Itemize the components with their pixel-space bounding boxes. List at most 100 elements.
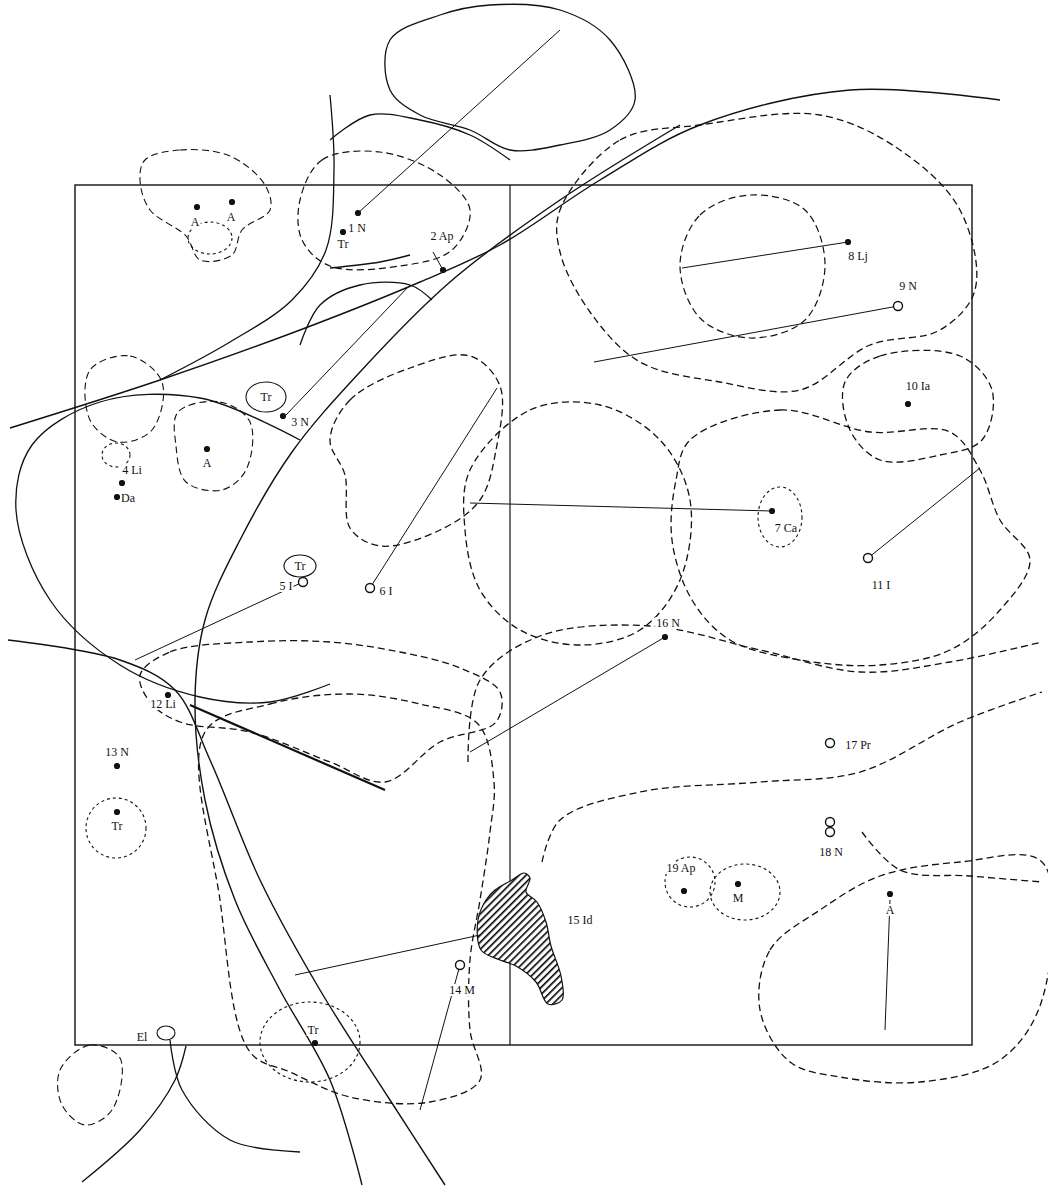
site-label: 15 Id	[567, 914, 594, 926]
site-marker	[906, 402, 911, 407]
territory-outline	[140, 150, 271, 262]
site-label: 5 I	[279, 580, 294, 592]
solid-boundary	[160, 95, 334, 380]
site-label: A	[190, 216, 201, 228]
site-marker	[230, 200, 235, 205]
site-marker	[826, 739, 835, 748]
site-label: Tr	[294, 560, 307, 572]
site-ring	[246, 382, 286, 412]
site-marker	[663, 635, 668, 640]
site-link	[190, 705, 385, 790]
site-marker	[166, 693, 171, 698]
site-marker	[894, 302, 903, 311]
site-marker	[826, 828, 835, 837]
solid-boundary	[82, 1046, 186, 1182]
site-label: 12 Li	[149, 698, 177, 710]
site-marker	[115, 495, 120, 500]
site-label: A	[885, 904, 896, 916]
site-label: 18 N	[818, 846, 844, 858]
solid-boundary	[8, 640, 445, 1185]
site-link	[135, 582, 303, 660]
site-link	[885, 900, 890, 1030]
site-marker	[441, 268, 446, 273]
territory-outline	[199, 694, 495, 1104]
site-label: Tr	[337, 238, 350, 250]
site-label: 6 I	[379, 585, 394, 597]
site-link	[358, 30, 560, 213]
solid-boundary	[16, 394, 330, 703]
site-ring	[710, 864, 780, 920]
solid-boundary	[385, 4, 635, 151]
site-label: 11 I	[871, 579, 892, 591]
territory-outline	[468, 625, 1042, 762]
map-frame	[75, 185, 972, 1045]
solid-boundary	[195, 125, 680, 1185]
site-label: 19 Ap	[665, 862, 696, 874]
site-label: 16 N	[655, 617, 681, 629]
site-label: El	[136, 1031, 149, 1043]
site-marker	[115, 764, 120, 769]
site-marker	[356, 211, 361, 216]
site-link	[594, 306, 898, 362]
site-ring	[758, 487, 802, 547]
site-label: Da	[120, 492, 136, 504]
site-marker	[770, 509, 775, 514]
solid-boundary	[330, 255, 410, 268]
site-ring	[284, 555, 316, 577]
territory-outline	[671, 410, 1030, 666]
site-link	[286, 285, 410, 415]
site-label: M	[732, 892, 745, 904]
territory-outline	[174, 401, 253, 490]
territory-outline	[759, 855, 1048, 1083]
territory-outline	[862, 832, 1042, 882]
solid-boundary	[300, 282, 432, 345]
territory-outline	[298, 151, 470, 270]
solid-boundary	[330, 114, 510, 160]
site-marker	[888, 892, 893, 897]
site-link	[868, 468, 980, 558]
site-marker	[281, 414, 286, 419]
site-label: 3 N	[290, 416, 310, 428]
site-label: Tr	[307, 1024, 320, 1036]
site-label: 10 Ia	[905, 380, 931, 392]
site-label: 17 Pr	[844, 739, 872, 751]
site-marker	[195, 205, 200, 210]
site-ring	[86, 798, 146, 858]
territory-outline	[542, 692, 1042, 862]
site-marker	[736, 882, 741, 887]
site-label: 2 Ap	[429, 230, 454, 242]
territory-outline	[842, 350, 993, 462]
site-marker	[115, 810, 120, 815]
site-label: 14 M	[448, 984, 476, 996]
site-label: 7 Ca	[774, 522, 798, 534]
territory-outline	[464, 402, 692, 645]
site-ring	[260, 1002, 360, 1082]
site-label: A	[202, 457, 213, 469]
solid-boundary	[10, 89, 1000, 428]
site-marker	[682, 889, 687, 894]
site-label: 4 Li	[121, 464, 143, 476]
solid-boundary	[170, 1040, 300, 1152]
site-marker	[299, 578, 308, 587]
site-marker	[456, 961, 465, 970]
site-marker	[205, 447, 210, 452]
site-label: Tr	[111, 820, 124, 832]
site-label: Tr	[260, 391, 273, 403]
site-label: 9 N	[898, 280, 918, 292]
site-label: 1 N	[347, 222, 367, 234]
site-link	[370, 388, 497, 588]
site-marker	[313, 1041, 318, 1046]
site-label: 8 Lj	[847, 250, 869, 262]
site-link	[470, 637, 665, 752]
territory-outline	[58, 1045, 123, 1125]
site-label: A	[226, 211, 237, 223]
site-marker	[864, 554, 873, 563]
site-ring	[157, 1026, 175, 1040]
site-marker	[366, 584, 375, 593]
site-marker	[826, 818, 835, 827]
territory-outline	[85, 356, 164, 443]
territory-outline	[330, 355, 503, 547]
site-link	[470, 503, 772, 511]
